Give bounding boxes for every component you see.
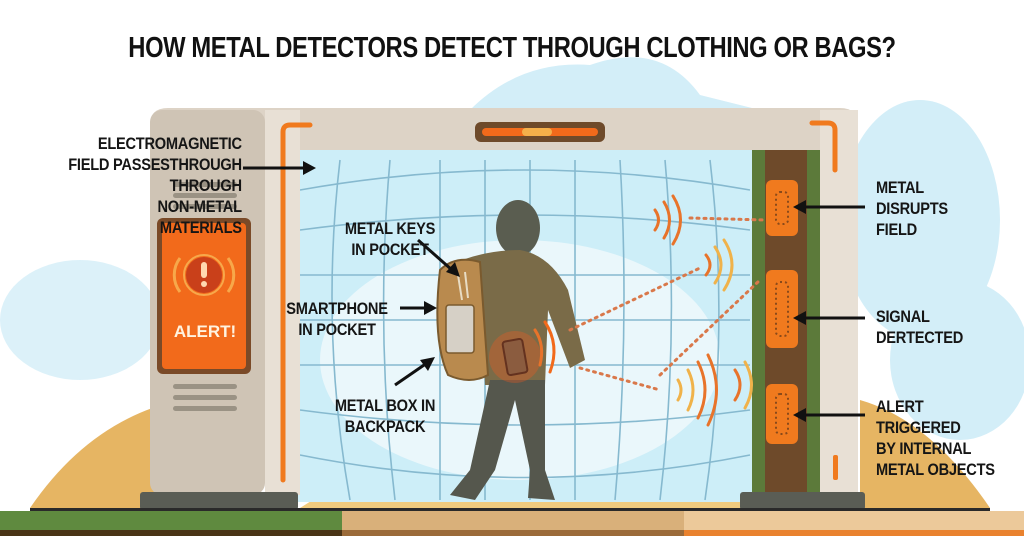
label-alert-triggered: ALERT TRIGGERED BY INTERNAL METAL OBJECT… [876,397,995,479]
signal-waves [533,194,767,427]
callout-arrows [243,161,865,422]
background-clouds [0,57,1024,440]
exclamation-alert-icon [184,255,224,295]
person-figure [436,200,585,500]
label-smartphone: SMARTPHONE IN POCKET [286,299,388,339]
page-title: HOW METAL DETECTORS DETECT THROUGH CLOTH… [128,32,896,64]
alert-label: ALERT! [173,322,237,341]
ground [0,508,1024,536]
label-metal-keys: METAL KEYS IN POCKET [344,219,436,259]
alert-panel [157,218,251,374]
label-metal-disrupts: METAL DISRUPTS FIELD [876,178,948,239]
label-signal-detected: SIGNAL DERTECTED [876,307,964,347]
label-metal-box: METAL BOX IN BACKPACK [334,396,436,436]
detector-coils [766,180,798,444]
label-electromagnetic-field: ELECTROMAGNETIC FIELD PASSESTHROUGH THRO… [68,134,242,237]
